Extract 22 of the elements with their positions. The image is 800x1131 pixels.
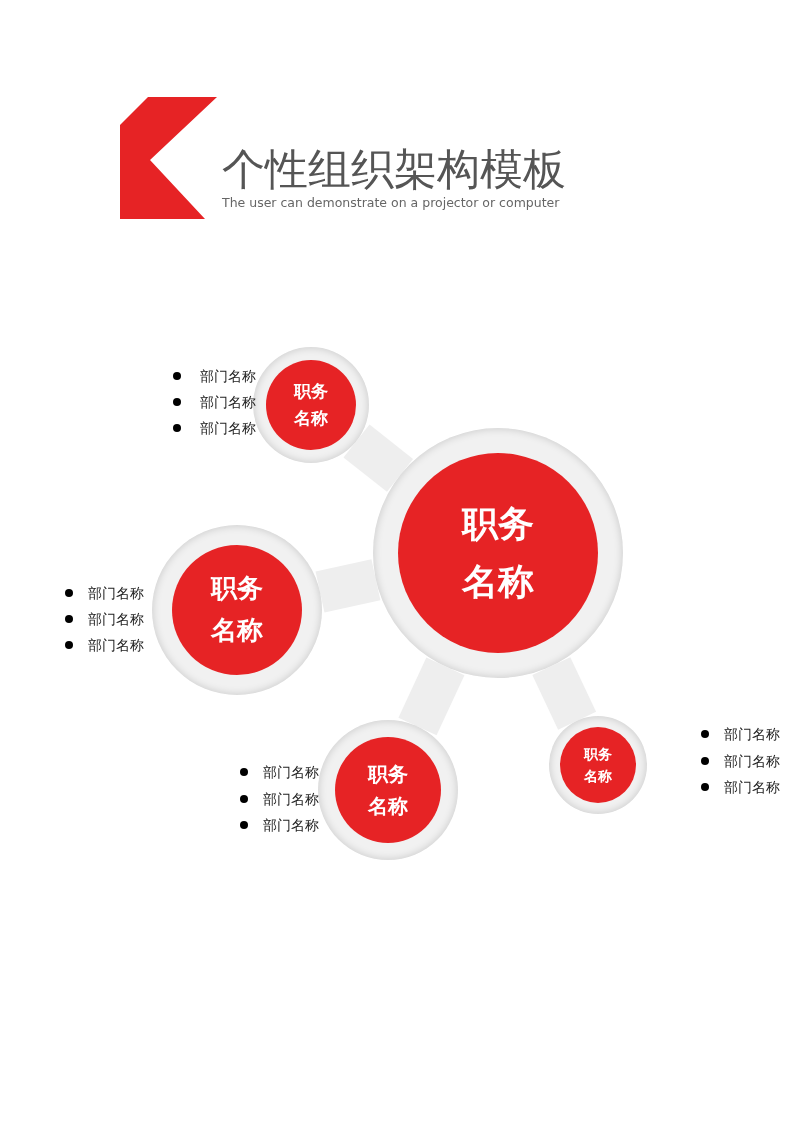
connector bbox=[532, 657, 597, 730]
circle-node: 职务名称 bbox=[549, 716, 647, 814]
department-label: 部门名称 bbox=[263, 816, 319, 834]
department-label: 部门名称 bbox=[88, 636, 144, 654]
circle-node: 职务名称 bbox=[318, 720, 458, 860]
department-label: 部门名称 bbox=[200, 393, 256, 411]
department-label: 部门名称 bbox=[263, 763, 319, 781]
department-label: 部门名称 bbox=[88, 610, 144, 628]
department-label: 部门名称 bbox=[88, 584, 144, 602]
department-label: 部门名称 bbox=[263, 789, 319, 808]
subtitle: The user can demonstrate on a projector or computer bbox=[222, 195, 560, 211]
department-label: 部门名称 bbox=[200, 367, 256, 385]
connector bbox=[315, 559, 381, 613]
department-label: 部门名称 bbox=[724, 751, 780, 770]
department-label: 部门名称 bbox=[200, 419, 256, 437]
connector bbox=[343, 424, 414, 492]
circle-node: 职务名称 bbox=[373, 428, 623, 678]
department-label: 部门名称 bbox=[724, 778, 780, 796]
circle-node: 职务名称 bbox=[152, 525, 322, 695]
department-label: 部门名称 bbox=[724, 725, 780, 743]
connector bbox=[398, 657, 465, 736]
title: 个性组织架构模板 bbox=[222, 143, 566, 195]
